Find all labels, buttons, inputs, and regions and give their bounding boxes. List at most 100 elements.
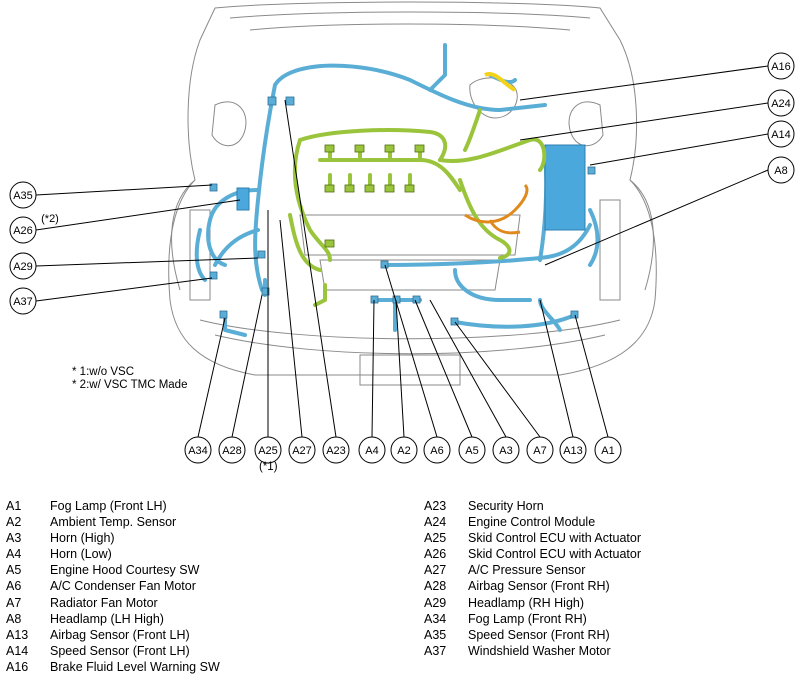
legend-code: A14	[6, 643, 29, 658]
legend-code: A37	[424, 643, 447, 658]
legend-item: A23 Security Horn	[424, 498, 641, 514]
leader-lines	[35, 65, 769, 438]
legend-code: A13	[6, 627, 29, 642]
legend-code: A6	[6, 579, 22, 594]
legend-code: A29	[424, 595, 447, 610]
callout-a29: A29	[13, 261, 33, 273]
legend-item: A5 Engine Hood Courtesy SW	[6, 562, 220, 578]
legend-name: Skid Control ECU with Actuator	[468, 531, 641, 546]
legend-name: Horn (High)	[50, 531, 115, 546]
orange-wire	[464, 183, 529, 235]
legend-name: Ambient Temp. Sensor	[50, 515, 177, 530]
legend-name: Fog Lamp (Front RH)	[468, 611, 587, 626]
legend-item: A2 Ambient Temp. Sensor	[6, 514, 220, 530]
legend-name: Radiator Fan Motor	[50, 595, 158, 610]
callout-a6: A6	[430, 445, 443, 457]
legend-code: A35	[424, 627, 447, 642]
legend-item: A37 Windshield Washer Motor	[424, 643, 641, 659]
callout-a1: A1	[601, 445, 614, 457]
footnote-1: * 1:w/o VSC	[72, 366, 134, 378]
legend-code: A7	[6, 595, 22, 610]
callout-a37: A37	[13, 296, 33, 308]
callout-note-a26: (*2)	[41, 213, 59, 225]
legend-name: A/C Pressure Sensor	[468, 563, 586, 578]
legend-name: Security Horn	[468, 499, 544, 513]
legend-item: A25 Skid Control ECU with Actuator	[424, 530, 641, 546]
legend-item: A8 Headlamp (LH High)	[6, 611, 220, 627]
callout-a5: A5	[465, 445, 478, 457]
legend-item: A16 Brake Fluid Level Warning SW	[6, 659, 220, 675]
callout-a23: A23	[326, 445, 346, 457]
legend-item: A13 Airbag Sensor (Front LH)	[6, 627, 220, 643]
legend-item: A26 Skid Control ECU with Actuator	[424, 546, 641, 562]
callout-a3: A3	[499, 445, 512, 457]
blue-wire-harness	[194, 43, 600, 337]
blue-connectors	[209, 96, 596, 326]
callout-a8: A8	[774, 165, 787, 177]
legend-code: A5	[6, 563, 22, 578]
legend-name: Speed Sensor (Front LH)	[50, 643, 190, 658]
legend-name: Engine Control Module	[468, 515, 596, 530]
legend-item: A29 Headlamp (RH High)	[424, 595, 641, 611]
legend-name: Horn (Low)	[50, 547, 112, 562]
legend-item: A28 Airbag Sensor (Front RH)	[424, 578, 641, 594]
callout-a2: A2	[397, 445, 410, 457]
legend-item: A35 Speed Sensor (Front RH)	[424, 627, 641, 643]
legend-code: A23	[424, 499, 447, 513]
legend-name: Windshield Washer Motor	[468, 643, 611, 658]
callout-a25: A25	[258, 445, 278, 457]
callout-a35: A35	[13, 190, 33, 202]
legend-code: A8	[6, 611, 22, 626]
legend-item: A3 Horn (High)	[6, 530, 220, 546]
callouts	[9, 52, 795, 464]
legend-code: A1	[6, 499, 22, 513]
legend-name: Fog Lamp (Front LH)	[50, 499, 167, 513]
legend-name: A/C Condenser Fan Motor	[50, 579, 196, 594]
ecu-block	[544, 144, 586, 231]
legend-item: A24 Engine Control Module	[424, 514, 641, 530]
legend-item: A7 Radiator Fan Motor	[6, 595, 220, 611]
callout-a28: A28	[222, 445, 242, 457]
legend-name: Airbag Sensor (Front RH)	[468, 579, 610, 594]
callout-a16: A16	[771, 61, 791, 73]
abs-actuator	[236, 187, 250, 211]
legend-code: A25	[424, 531, 447, 546]
legend-code: A4	[6, 547, 22, 562]
green-wire-harness	[288, 108, 547, 307]
legend-item: A6 A/C Condenser Fan Motor	[6, 578, 220, 594]
legend-code: A34	[424, 611, 447, 626]
callout-a7: A7	[533, 445, 546, 457]
yellow-wire	[484, 72, 517, 92]
legend-code: A27	[424, 563, 447, 578]
legend-name: Headlamp (LH High)	[50, 611, 164, 626]
legend-left: A1 Fog Lamp (Front LH) A2 Ambient Temp. Sen…	[6, 498, 220, 675]
engine-compartment-diagram: A16 A24 A14 A8 A35 A26 A29 A37 A34 A28 A…	[9, 1, 795, 464]
legend-code: A26	[424, 547, 447, 562]
connectors	[324, 144, 425, 248]
legend-code: A28	[424, 579, 447, 594]
legend-item: A4 Horn (Low)	[6, 546, 220, 562]
callout-a14: A14	[771, 129, 791, 141]
legend-name: Skid Control ECU with Actuator	[468, 547, 641, 562]
legend-name: Headlamp (RH High)	[468, 595, 585, 610]
legend-item: A1 Fog Lamp (Front LH)	[6, 498, 220, 514]
callout-a27: A27	[292, 445, 312, 457]
callout-a13: A13	[563, 445, 583, 457]
legend-code: A2	[6, 515, 22, 530]
legend-name: Airbag Sensor (Front LH)	[50, 627, 190, 642]
legend-item: A14 Speed Sensor (Front LH)	[6, 643, 220, 659]
footnote-2: * 2:w/ VSC TMC Made	[72, 379, 188, 391]
legend-code: A3	[6, 531, 22, 546]
callout-a24: A24	[771, 98, 791, 110]
legend-name: Speed Sensor (Front RH)	[468, 627, 610, 642]
callout-note-a25: (*1)	[259, 461, 278, 473]
callout-a4: A4	[365, 445, 378, 457]
legend-name: Brake Fluid Level Warning SW	[50, 659, 220, 674]
callout-a34: A34	[188, 445, 208, 457]
legend-code: A24	[424, 515, 447, 530]
callout-a26: A26	[13, 225, 33, 237]
legend-code: A16	[6, 659, 29, 674]
legend-item: A34 Fog Lamp (Front RH)	[424, 611, 641, 627]
legend-name: Engine Hood Courtesy SW	[50, 563, 200, 578]
